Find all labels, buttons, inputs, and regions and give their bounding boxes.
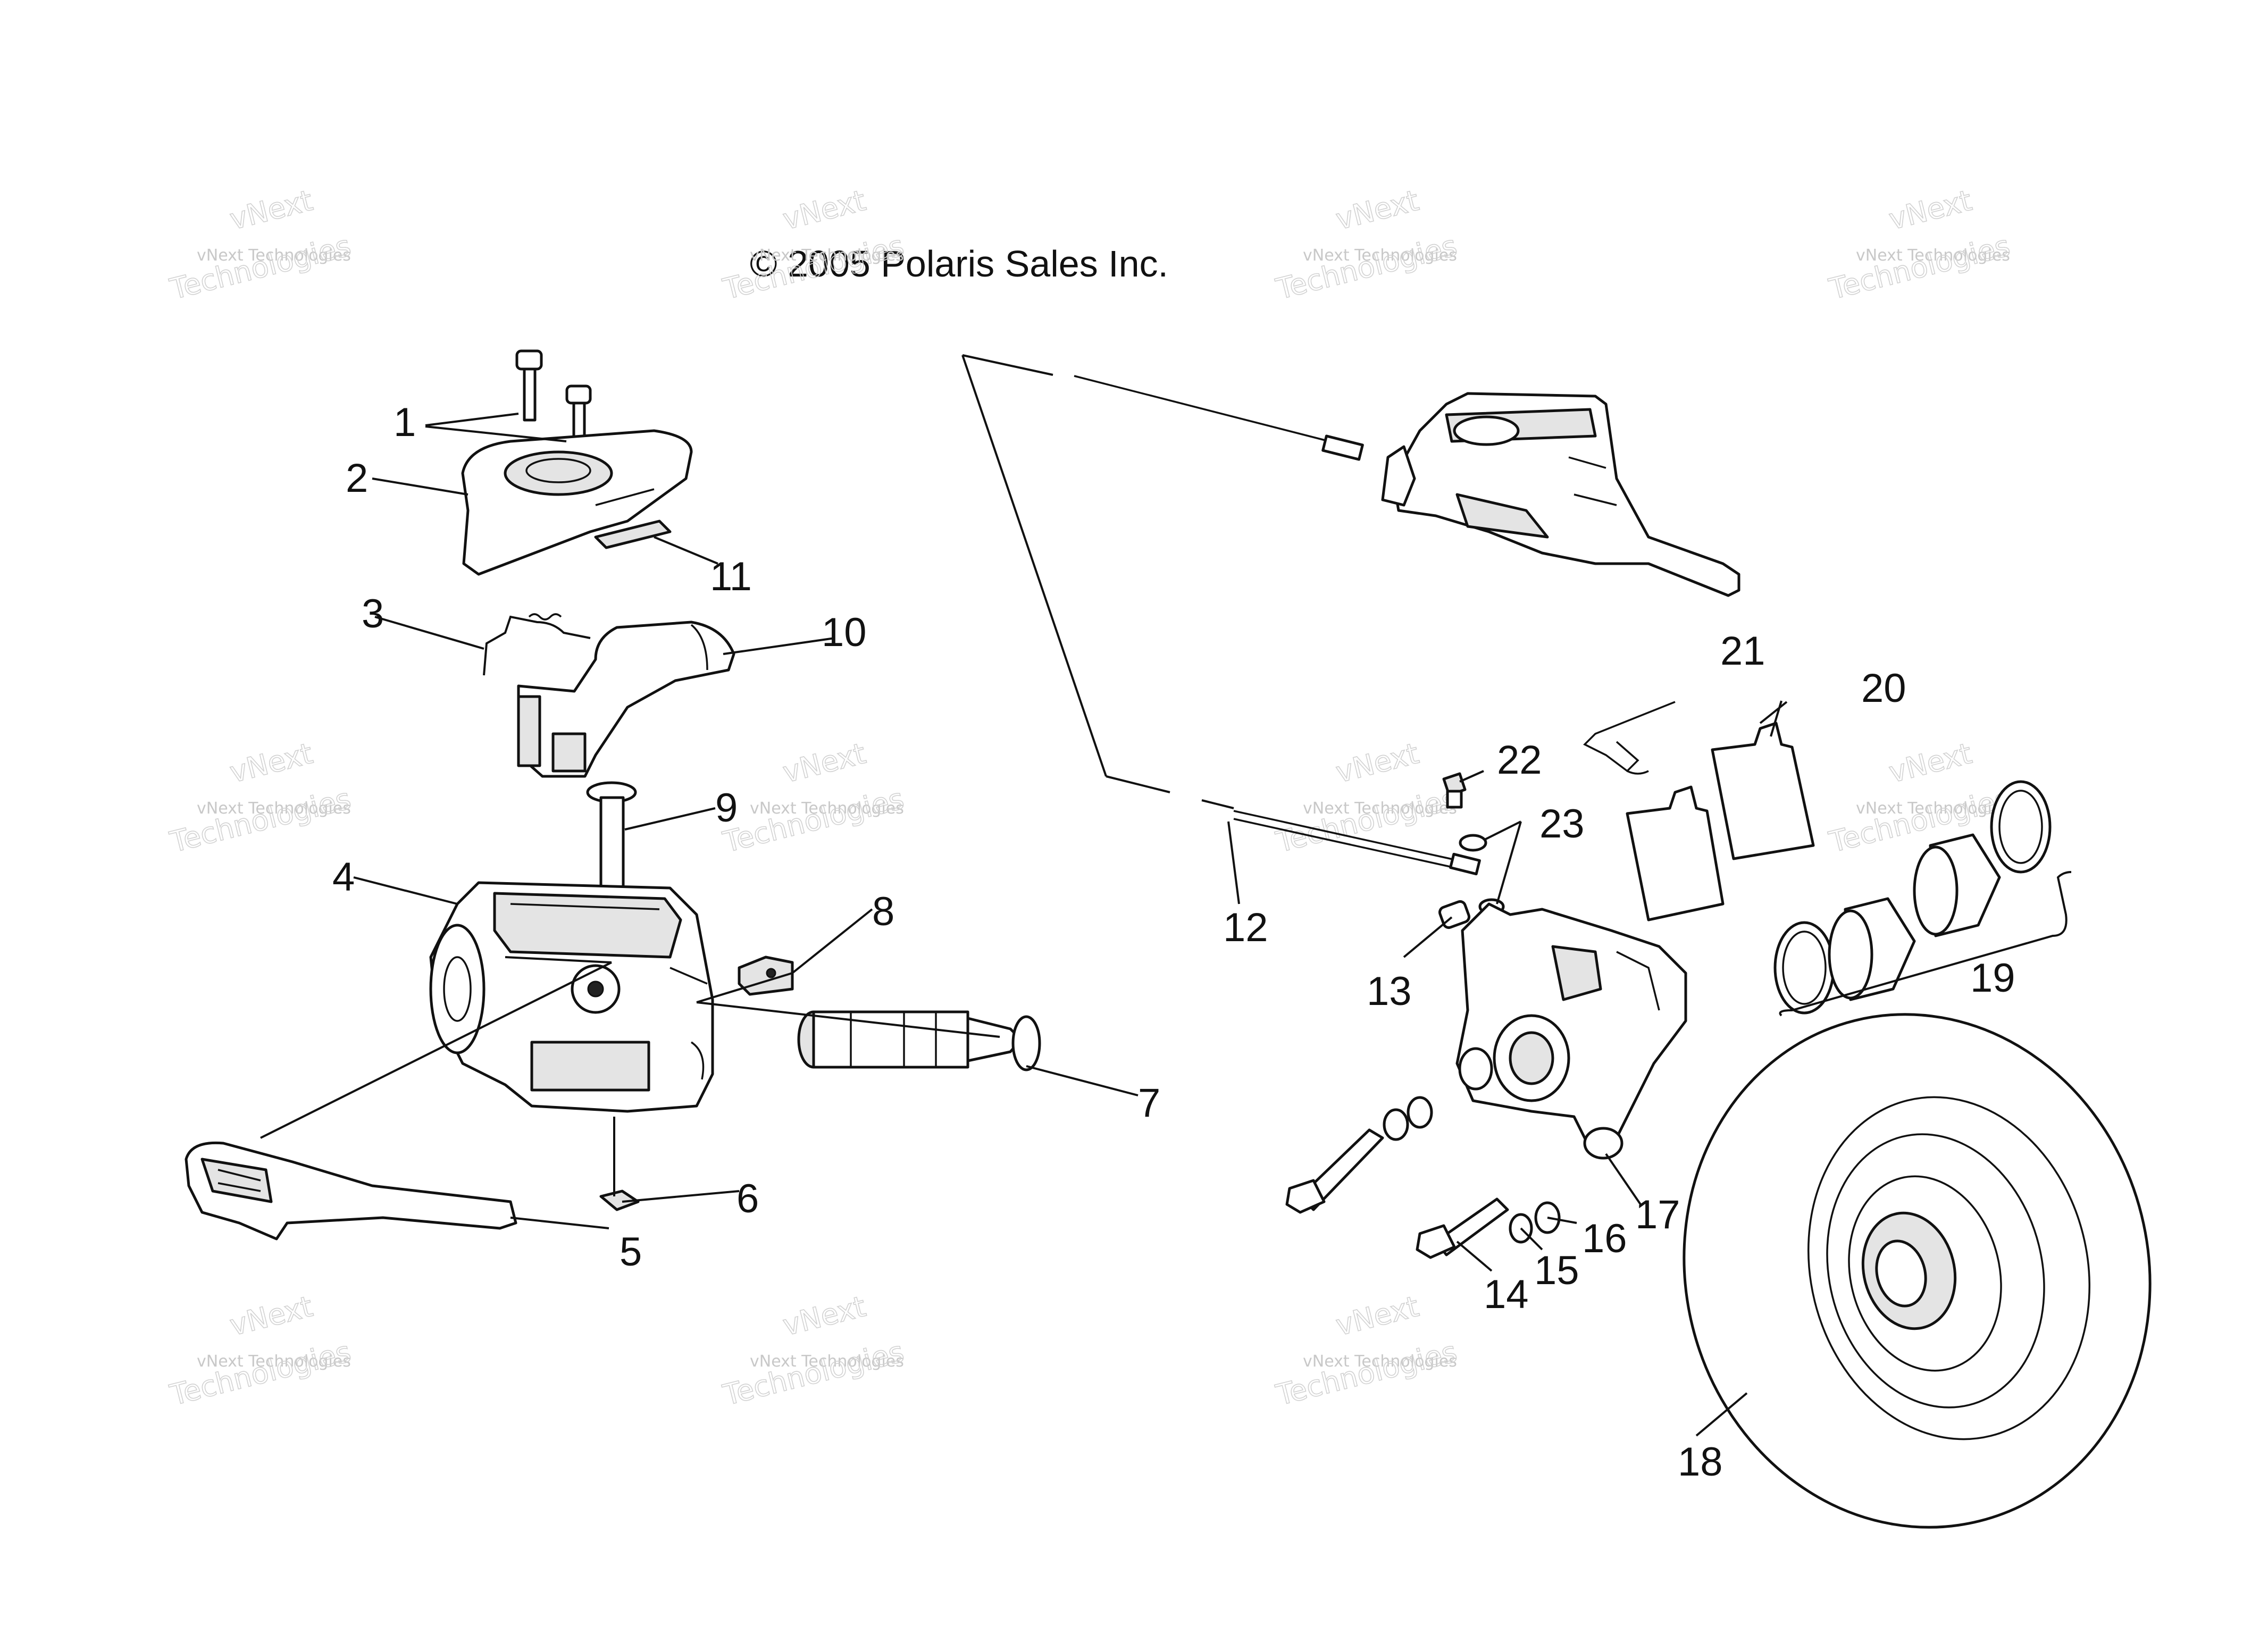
svg-text:vNext Technologies: vNext Technologies [1856, 799, 2010, 818]
callout-23: 23 [1539, 801, 1585, 847]
svg-text:vNext: vNext [780, 736, 869, 789]
svg-text:vNext: vNext [227, 1289, 316, 1342]
callout-13: 13 [1367, 969, 1412, 1014]
svg-text:Technologies: Technologies [719, 229, 907, 306]
callout-7: 7 [1138, 1080, 1160, 1126]
svg-text:vNext Technologies: vNext Technologies [197, 246, 351, 265]
part-lever-arm [517, 621, 735, 778]
callout-1: 1 [394, 400, 416, 445]
svg-text:vNext Technologies: vNext Technologies [197, 1352, 351, 1371]
svg-text:Technologies: Technologies [719, 782, 907, 859]
part-reservoir-cover [461, 429, 693, 576]
part-brake-line [1233, 810, 1481, 876]
svg-text:vNext: vNext [1886, 736, 1975, 789]
callout-14: 14 [1484, 1272, 1529, 1317]
callout-16: 16 [1582, 1216, 1627, 1261]
svg-text:Technologies: Technologies [1273, 1335, 1460, 1412]
extension-lines [961, 354, 1234, 809]
callout-9: 9 [715, 785, 738, 831]
svg-text:vNext Technologies: vNext Technologies [750, 1352, 904, 1371]
svg-text:vNext Technologies: vNext Technologies [750, 799, 904, 818]
part-spring [483, 613, 591, 676]
part-caliper-pistons-seals [1773, 780, 2072, 1017]
part-brake-lever [185, 1141, 517, 1241]
svg-text:vNext: vNext [1886, 183, 1975, 236]
svg-text:vNext: vNext [1333, 1289, 1422, 1342]
callout-3: 3 [362, 591, 384, 636]
callout-5: 5 [620, 1229, 642, 1275]
part-piston [797, 1010, 1041, 1071]
svg-text:vNext Technologies: vNext Technologies [1303, 1352, 1457, 1371]
callout-4: 4 [332, 854, 355, 900]
part-brake-line-top [1074, 375, 1364, 461]
callout-8: 8 [872, 889, 894, 934]
callout-17: 17 [1635, 1192, 1680, 1237]
part-brake-caliper [1438, 900, 1687, 1160]
part-diaphragm [594, 519, 672, 549]
part-brake-pads [1626, 722, 1815, 921]
svg-text:Technologies: Technologies [719, 1335, 907, 1412]
svg-text:vNext Technologies: vNext Technologies [1856, 246, 2010, 265]
svg-text:vNext Technologies: vNext Technologies [750, 246, 904, 265]
part-pad-pin [1583, 701, 1676, 775]
svg-text:Technologies: Technologies [166, 782, 354, 859]
part-banjo-bolt [1442, 772, 1467, 809]
callout-12: 12 [1223, 905, 1268, 950]
callout-18: 18 [1678, 1439, 1723, 1485]
svg-text:vNext: vNext [780, 183, 869, 236]
svg-text:vNext Technologies: vNext Technologies [197, 799, 351, 818]
svg-text:vNext: vNext [1333, 183, 1422, 236]
svg-text:vNext: vNext [227, 736, 316, 789]
callout-21: 21 [1720, 629, 1765, 674]
callout-10: 10 [822, 610, 867, 655]
svg-text:vNext: vNext [780, 1289, 869, 1342]
callout-15: 15 [1534, 1248, 1579, 1293]
callout-19: 19 [1970, 956, 2015, 1001]
copyright-text: © 2005 Polaris Sales Inc. [750, 243, 1168, 284]
svg-text:Technologies: Technologies [1826, 229, 2013, 306]
svg-text:vNext: vNext [227, 183, 316, 236]
svg-text:vNext Technologies: vNext Technologies [1303, 799, 1457, 818]
callout-labels: 1 2 3 4 5 6 7 8 9 10 11 12 13 14 15 16 1… [332, 400, 2015, 1485]
svg-text:vNext: vNext [1333, 736, 1422, 789]
callout-20: 20 [1861, 666, 1906, 711]
svg-text:Technologies: Technologies [1273, 229, 1460, 306]
part-master-cylinder [429, 881, 714, 1113]
callout-22: 22 [1497, 738, 1542, 783]
callout-11: 11 [710, 554, 752, 599]
part-mount-bolt-lower [1416, 1197, 1509, 1259]
leader-lines [260, 413, 1788, 1437]
callout-6: 6 [737, 1176, 759, 1221]
svg-text:Technologies: Technologies [166, 229, 354, 306]
part-assembled-handlebar-unit [1381, 392, 1740, 597]
callout-2: 2 [346, 456, 368, 501]
svg-text:Technologies: Technologies [166, 1335, 354, 1412]
part-mount-bolt-upper [1285, 1128, 1384, 1214]
svg-text:vNext Technologies: vNext Technologies [1303, 246, 1457, 265]
part-brake-disc [1683, 1013, 2152, 1529]
svg-text:Technologies: Technologies [1826, 782, 2013, 859]
